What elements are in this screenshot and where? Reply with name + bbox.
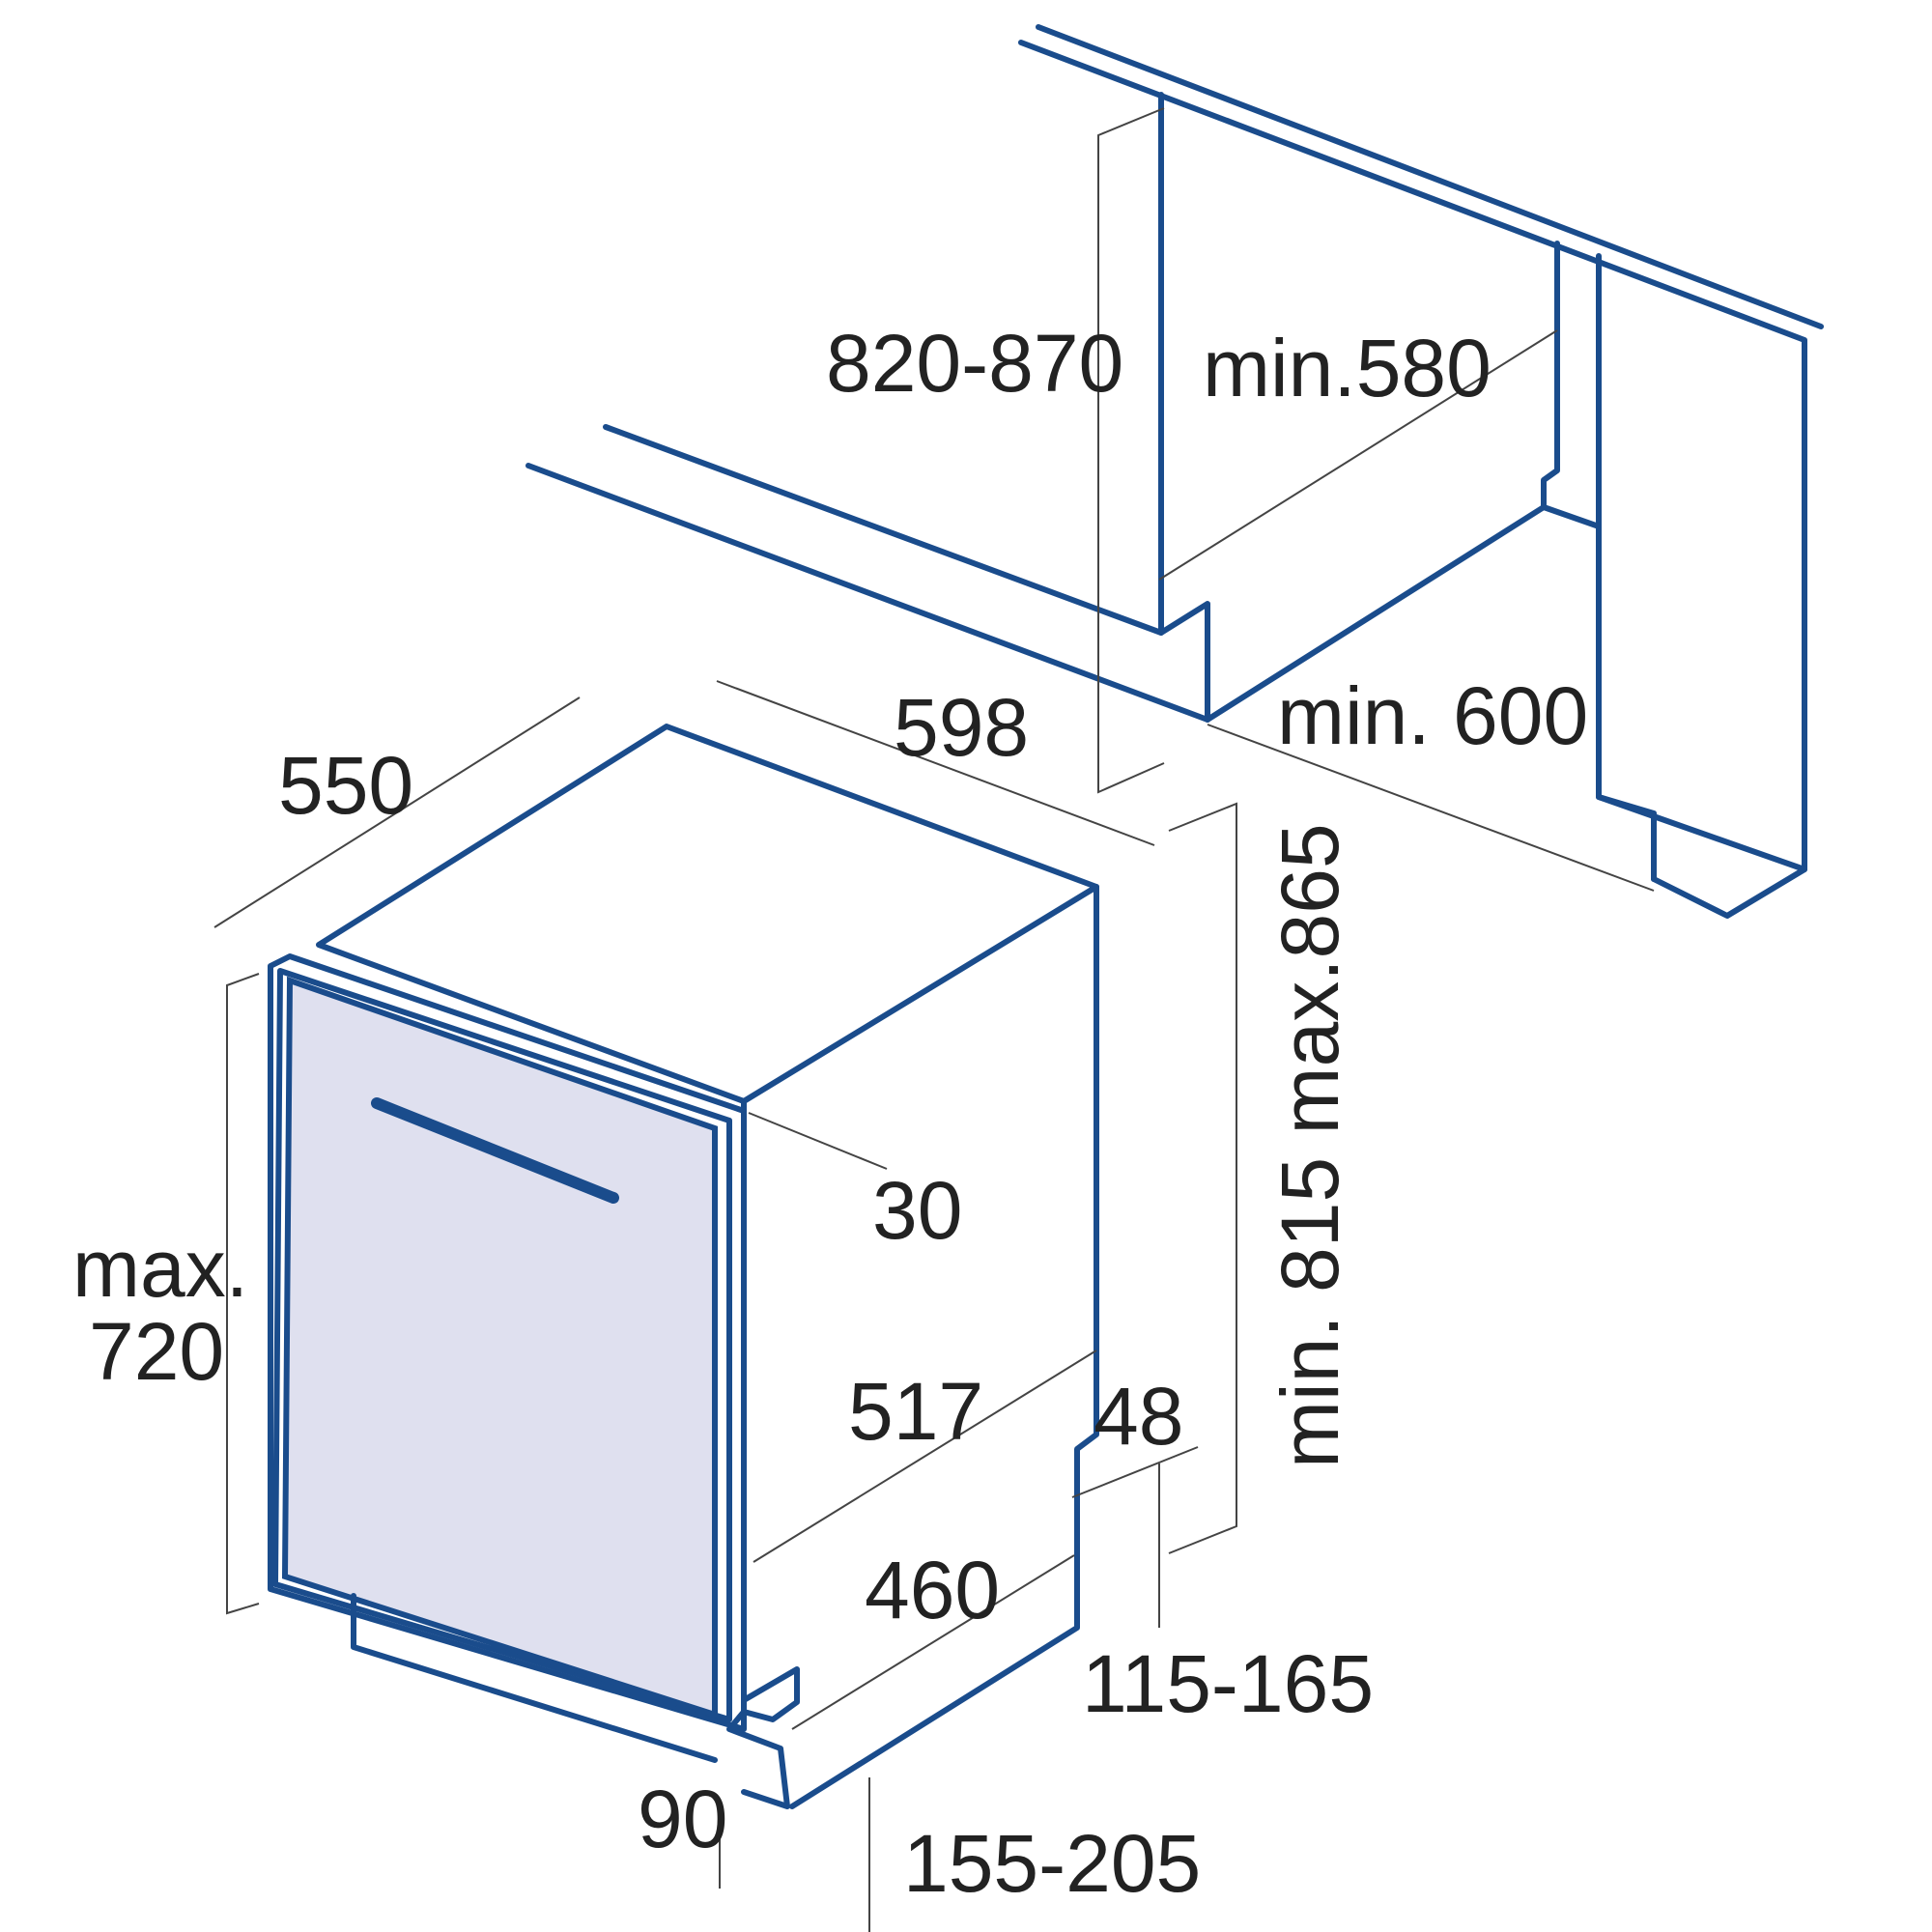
back-wall — [1158, 92, 1210, 723]
dim-line-cabinet-width — [1207, 724, 1655, 892]
label-cabinet-height: 820-870 — [826, 318, 1123, 409]
label-dim-90: 90 — [638, 1774, 727, 1864]
appliance-right-side — [789, 884, 1099, 1809]
dim-line-cabinet-height — [1097, 107, 1165, 794]
countertop-front-edge — [1018, 40, 1807, 919]
dim-line-door-height — [226, 973, 260, 1615]
countertop-top-edge — [1036, 24, 1824, 329]
door-outer-frame — [268, 953, 747, 1732]
dim-line-appliance-height — [1168, 802, 1237, 1554]
cabinet-niche — [526, 24, 1824, 919]
dim-line-48 — [1071, 1446, 1199, 1498]
label-foot-range: 155-205 — [903, 1818, 1201, 1909]
floor-line-back — [603, 424, 1164, 636]
door-bottom-plinth — [351, 1593, 718, 1763]
door-panel — [281, 976, 718, 1719]
appliance — [213, 680, 1237, 1932]
label-appliance-depth: 550 — [278, 740, 413, 831]
label-appliance-height: min. 815 max.865 — [1264, 823, 1355, 1468]
label-door-height-max: max. — [72, 1223, 248, 1314]
dim-line-cabinet-depth — [1158, 329, 1558, 581]
back-wall-recess — [1541, 504, 1602, 529]
dim-line-30 — [748, 1112, 888, 1170]
label-door-offset: 30 — [872, 1165, 962, 1256]
right-cabinet-panel — [1596, 253, 1657, 882]
label-dim-48: 48 — [1094, 1371, 1183, 1462]
right-panel-bottom — [1596, 794, 1807, 872]
label-door-height-value: 720 — [89, 1306, 224, 1397]
floor-line-front — [526, 463, 1210, 723]
label-depth-460: 460 — [865, 1545, 1000, 1635]
label-appliance-width: 598 — [894, 682, 1029, 773]
dim-line-460 — [791, 1554, 1075, 1730]
dim-line-appliance-width — [716, 680, 1155, 846]
dim-line-appliance-depth — [213, 696, 581, 928]
label-cabinet-depth: min.580 — [1203, 323, 1492, 413]
back-wall-right — [1205, 241, 1560, 723]
appliance-plinth — [726, 1666, 800, 1809]
door-handle[interactable] — [371, 1097, 619, 1204]
dim-line-517 — [753, 1350, 1097, 1563]
label-plinth-range: 115-165 — [1082, 1638, 1374, 1729]
label-depth-517: 517 — [848, 1366, 983, 1457]
door-inner-frame — [272, 968, 732, 1722]
label-cabinet-width: min. 600 — [1277, 670, 1588, 761]
